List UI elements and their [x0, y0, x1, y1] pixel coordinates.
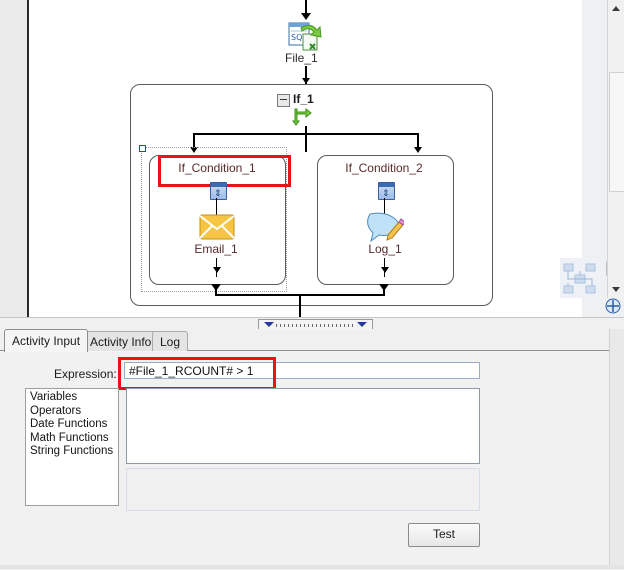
list-item[interactable]: Operators — [30, 404, 82, 417]
tab-activity-info[interactable]: Activity Info — [82, 331, 160, 351]
list-item[interactable]: Date Functions — [30, 418, 108, 430]
connector-arrow-into-file1 — [301, 13, 311, 20]
connector-merge-bar — [215, 294, 385, 296]
connector-arrow-into-if1 — [302, 78, 310, 84]
connector-merge-stem — [299, 296, 301, 318]
node-label-cond2: If_Condition_2 — [345, 161, 423, 175]
scrollbar-thumb[interactable] — [609, 72, 624, 192]
designer-left-gutter — [0, 0, 27, 320]
tab-underline — [0, 350, 624, 351]
node-label-cond1: If_Condition_1 — [178, 161, 256, 175]
envelope-icon[interactable] — [199, 214, 235, 240]
test-button[interactable]: Test — [408, 523, 480, 547]
node-label-log1: Log_1 — [368, 242, 402, 256]
selection-handle[interactable] — [139, 145, 146, 152]
connector-top — [305, 0, 307, 14]
panel-right-edge — [609, 329, 624, 569]
list-item[interactable]: Variables — [30, 391, 78, 403]
selection-outline-cond1 — [141, 147, 287, 292]
if-block-container[interactable] — [130, 84, 493, 306]
connector-arrow-merge-right — [379, 284, 389, 291]
sql-file-export-icon[interactable]: SQL — [288, 20, 322, 52]
connector-arrow-into-cond1 — [190, 147, 198, 153]
scroll-down-arrow[interactable] — [608, 281, 624, 298]
condition-icon-cond2[interactable]: ⇕ — [378, 182, 395, 200]
connector-fork-left — [193, 133, 195, 151]
connector-arrow-log1-out — [381, 267, 389, 273]
svg-text:⇕: ⇕ — [214, 189, 222, 199]
tab-activity-input[interactable]: Activity Input — [4, 329, 89, 352]
collapse-minus-box[interactable] — [277, 94, 290, 107]
connector-fork-bar — [193, 133, 419, 135]
log-note-pencil-icon[interactable] — [366, 211, 406, 243]
splitter-collapse-down[interactable] — [357, 322, 367, 327]
expression-label: Expression: — [54, 367, 117, 381]
connector-arrow-into-cond2 — [414, 147, 422, 153]
connector-if1-stem — [305, 126, 307, 152]
pan-move-icon[interactable] — [605, 297, 622, 315]
connector-arrow-email1-out — [213, 267, 221, 273]
connector-cond1-to-email1 — [216, 198, 217, 218]
connector-arrow-merge-left — [211, 284, 221, 291]
designer-gutter-divider — [27, 0, 29, 320]
connector-file1-to-if1 — [305, 66, 307, 84]
tab-log[interactable]: Log — [152, 331, 189, 351]
condition-icon-cond1[interactable]: ⇕ — [210, 182, 227, 200]
list-item[interactable]: Math Functions — [30, 431, 109, 444]
workflow-designer-canvas-area[interactable]: SQL File_1 If_1 — [0, 0, 624, 320]
auto-layout-icon[interactable] — [560, 258, 600, 298]
function-list[interactable] — [126, 388, 480, 464]
expression-input[interactable] — [124, 362, 480, 379]
node-label-if1: If_1 — [293, 92, 314, 106]
splitter-grip-dots — [276, 324, 354, 327]
category-list[interactable]: Variables Operators Date Functions Math … — [25, 388, 119, 506]
connector-fork-right — [417, 133, 419, 151]
svg-text:SQL: SQL — [291, 33, 307, 42]
window-bottom-edge — [0, 565, 624, 569]
connector-cond2-to-log1 — [384, 198, 385, 218]
scroll-up-arrow[interactable] — [608, 0, 624, 17]
node-label-file1: File_1 — [285, 51, 318, 65]
list-item[interactable]: String Functions — [30, 445, 114, 457]
branch-arrow-icon — [292, 107, 312, 126]
description-box — [126, 468, 480, 511]
svg-text:⇕: ⇕ — [382, 189, 390, 199]
tab-strip[interactable]: Activity Input Activity Info Log — [0, 329, 624, 352]
workflow-canvas[interactable]: SQL File_1 If_1 — [29, 0, 582, 320]
node-label-email1: Email_1 — [194, 242, 238, 256]
splitter-collapse-up[interactable] — [264, 322, 274, 327]
highlight-box-expression — [118, 357, 276, 390]
designer-vertical-scrollbar[interactable] — [607, 0, 624, 298]
